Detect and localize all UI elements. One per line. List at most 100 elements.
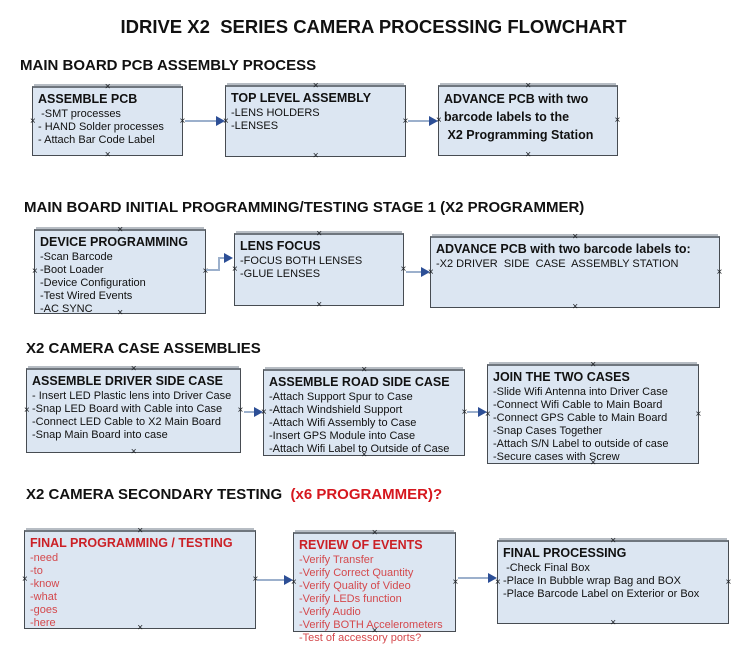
connection-handle-icon: × [104, 149, 111, 161]
box-item: -Attach Support Spur to Case [269, 390, 413, 403]
box-item: -Check Final Box [503, 561, 590, 574]
box-item: -here [30, 616, 56, 629]
box-item: -SMT processes [38, 107, 121, 120]
box-item: -Attach Windshield Support [269, 403, 403, 416]
connection-handle-icon: × [237, 405, 244, 416]
box-title: ASSEMBLE DRIVER SIDE CASE [32, 374, 224, 388]
connection-handle-icon: × [312, 150, 319, 162]
box-item: - HAND Solder processes [38, 120, 164, 133]
flow-box-assemble-road-side-case: ASSEMBLE ROAD SIDE CASE -Attach Support … [261, 365, 468, 460]
flow-arrow [185, 116, 225, 126]
connection-handle-icon: × [725, 576, 732, 588]
flow-arrow [408, 116, 438, 126]
box-item: -know [30, 577, 60, 590]
box-item: -Connect Wifi Cable to Main Board [493, 398, 663, 411]
flow-box-device-programming: DEVICE PROGRAMMING -Scan Barcode -Boot L… [31, 225, 208, 318]
box-title: ADVANCE PCB with two barcode labels to t… [444, 92, 594, 143]
flow-box-final-processing: FINAL PROCESSING -Check Final Box -Place… [495, 536, 732, 628]
page-title: IDRIVE X2 SERIES CAMERA PROCESSING FLOWC… [120, 16, 627, 37]
connection-handle-icon: × [525, 149, 531, 161]
connection-handle-icon: × [716, 266, 723, 278]
box-item: -AC SYNC [40, 302, 93, 315]
connection-handle-icon: × [461, 407, 468, 418]
box-title: TOP LEVEL ASSEMBLY [231, 91, 372, 105]
box-item: -Place Barcode Label on Exterior or Box [503, 587, 700, 600]
box-title: DEVICE PROGRAMMING [40, 235, 188, 249]
box-item: -Verify Correct Quantity [299, 566, 414, 579]
connection-handle-icon: × [130, 446, 137, 458]
box-item: -FOCUS BOTH LENSES [240, 254, 363, 267]
box-item: -Attach S/N Label to outside of case [493, 437, 669, 450]
box-item: -goes [30, 603, 58, 616]
box-item: -Connect GPS Cable to Main Board [493, 411, 668, 424]
flow-arrow [257, 575, 293, 585]
flow-box-review-of-events: REVIEW OF EVENTS -Verify Transfer -Verif… [291, 528, 459, 644]
connection-handle-icon: × [29, 115, 36, 127]
box-item: -X2 DRIVER SIDE CASE ASSEMBLY STATION [436, 257, 679, 270]
box-item: -Test of accessory ports? [299, 631, 422, 644]
box-item: -Snap LED Board with Cable into Case [32, 402, 223, 415]
section-heading-secondary-testing: X2 CAMERA SECONDARY TESTING (x6 PROGRAMM… [26, 486, 442, 503]
flow-box-assemble-driver-side-case: ASSEMBLE DRIVER SIDE CASE - Insert LED P… [23, 364, 244, 457]
box-item: -Test Wired Events [40, 289, 133, 302]
box-item: -Attach Wifi Label to Outside of Case [269, 442, 450, 455]
box-item: -LENSES [231, 119, 279, 132]
box-item: -Attach Wifi Assembly to Case [269, 416, 417, 429]
box-item: -what [30, 590, 57, 603]
flow-box-join-the-two-cases: JOIN THE TWO CASES -Slide Wifi Antenna i… [485, 360, 702, 468]
box-title: FINAL PROCESSING [503, 546, 627, 560]
connection-handle-icon: × [31, 266, 38, 277]
box-item: -Secure cases with Screw [493, 450, 620, 463]
box-item: -Snap Cases Together [493, 424, 603, 437]
box-item: -Slide Wifi Antenna into Driver Case [493, 385, 668, 398]
arrowhead-icon [224, 253, 233, 263]
flow-box-advance-pcb-programming-station: ADVANCE PCB with two barcode labels to t… [436, 81, 621, 160]
flow-box-final-programming-testing: FINAL PROGRAMMING / TESTING -need -to -k… [22, 526, 258, 633]
box-item: - Attach Bar Code Label [38, 133, 155, 146]
section-heading-initial-programming-testing: MAIN BOARD INITIAL PROGRAMMING/TESTING S… [24, 199, 585, 216]
box-title: ASSEMBLE PCB [38, 92, 138, 106]
connection-handle-icon: × [400, 264, 407, 275]
flow-arrow [406, 267, 430, 277]
box-title: REVIEW OF EVENTS [299, 538, 423, 552]
box-title: FINAL PROGRAMMING / TESTING [30, 536, 233, 550]
box-item: -Connect LED Cable to X2 Main Board [32, 415, 221, 428]
section-heading-main-board-pcb-assembly: MAIN BOARD PCB ASSEMBLY PROCESS [20, 57, 317, 74]
box-item: -Verify Audio [299, 605, 361, 618]
flow-arrow [458, 573, 497, 583]
box-item: -Verify Transfer [299, 553, 374, 566]
arrow-line [206, 257, 224, 271]
box-item: -LENS HOLDERS [231, 106, 320, 119]
connection-handle-icon: × [695, 408, 702, 420]
box-title: JOIN THE TWO CASES [493, 370, 630, 384]
flow-arrow [467, 407, 487, 417]
connection-handle-icon: × [572, 301, 578, 313]
section-heading-camera-case-assemblies: X2 CAMERA CASE ASSEMBLIES [26, 340, 261, 357]
box-title: ADVANCE PCB with two barcode labels to: [436, 242, 691, 256]
box-item: -need [30, 551, 59, 564]
flow-elbow-arrow [206, 253, 233, 271]
box-item: -Insert GPS Module into Case [269, 429, 416, 442]
box-item: -Boot Loader [40, 263, 104, 276]
connection-handle-icon: × [452, 576, 459, 588]
box-item: -GLUE LENSES [240, 267, 321, 280]
box-item: - Insert LED Plastic lens into Driver Ca… [32, 389, 232, 402]
connection-handle-icon: × [610, 617, 616, 629]
heading-red-text: (x6 PROGRAMMER)? [290, 486, 443, 503]
box-title: LENS FOCUS [240, 239, 321, 253]
flow-box-top-level-assembly: TOP LEVEL ASSEMBLY -LENS HOLDERS -LENSES… [223, 81, 408, 161]
flow-box-advance-pcb-driver-side-station: ADVANCE PCB with two barcode labels to: … [428, 232, 723, 312]
box-item: -Place In Bubble wrap Bag and BOX [503, 574, 681, 587]
box-item: -to [30, 564, 43, 577]
flow-arrow [244, 407, 263, 417]
connection-handle-icon: × [316, 299, 322, 311]
box-title: ASSEMBLE ROAD SIDE CASE [269, 375, 450, 389]
flow-box-assemble-pcb: ASSEMBLE PCB -SMT processes - HAND Solde… [29, 82, 185, 160]
box-item: -Snap Main Board into case [32, 428, 168, 441]
connection-handle-icon: × [23, 405, 30, 416]
box-item: -Scan Barcode [40, 250, 113, 263]
connection-handle-icon: × [614, 115, 621, 126]
heading-text: X2 CAMERA SECONDARY TESTING [26, 486, 291, 503]
box-item: -Verify LEDs function [299, 592, 402, 605]
